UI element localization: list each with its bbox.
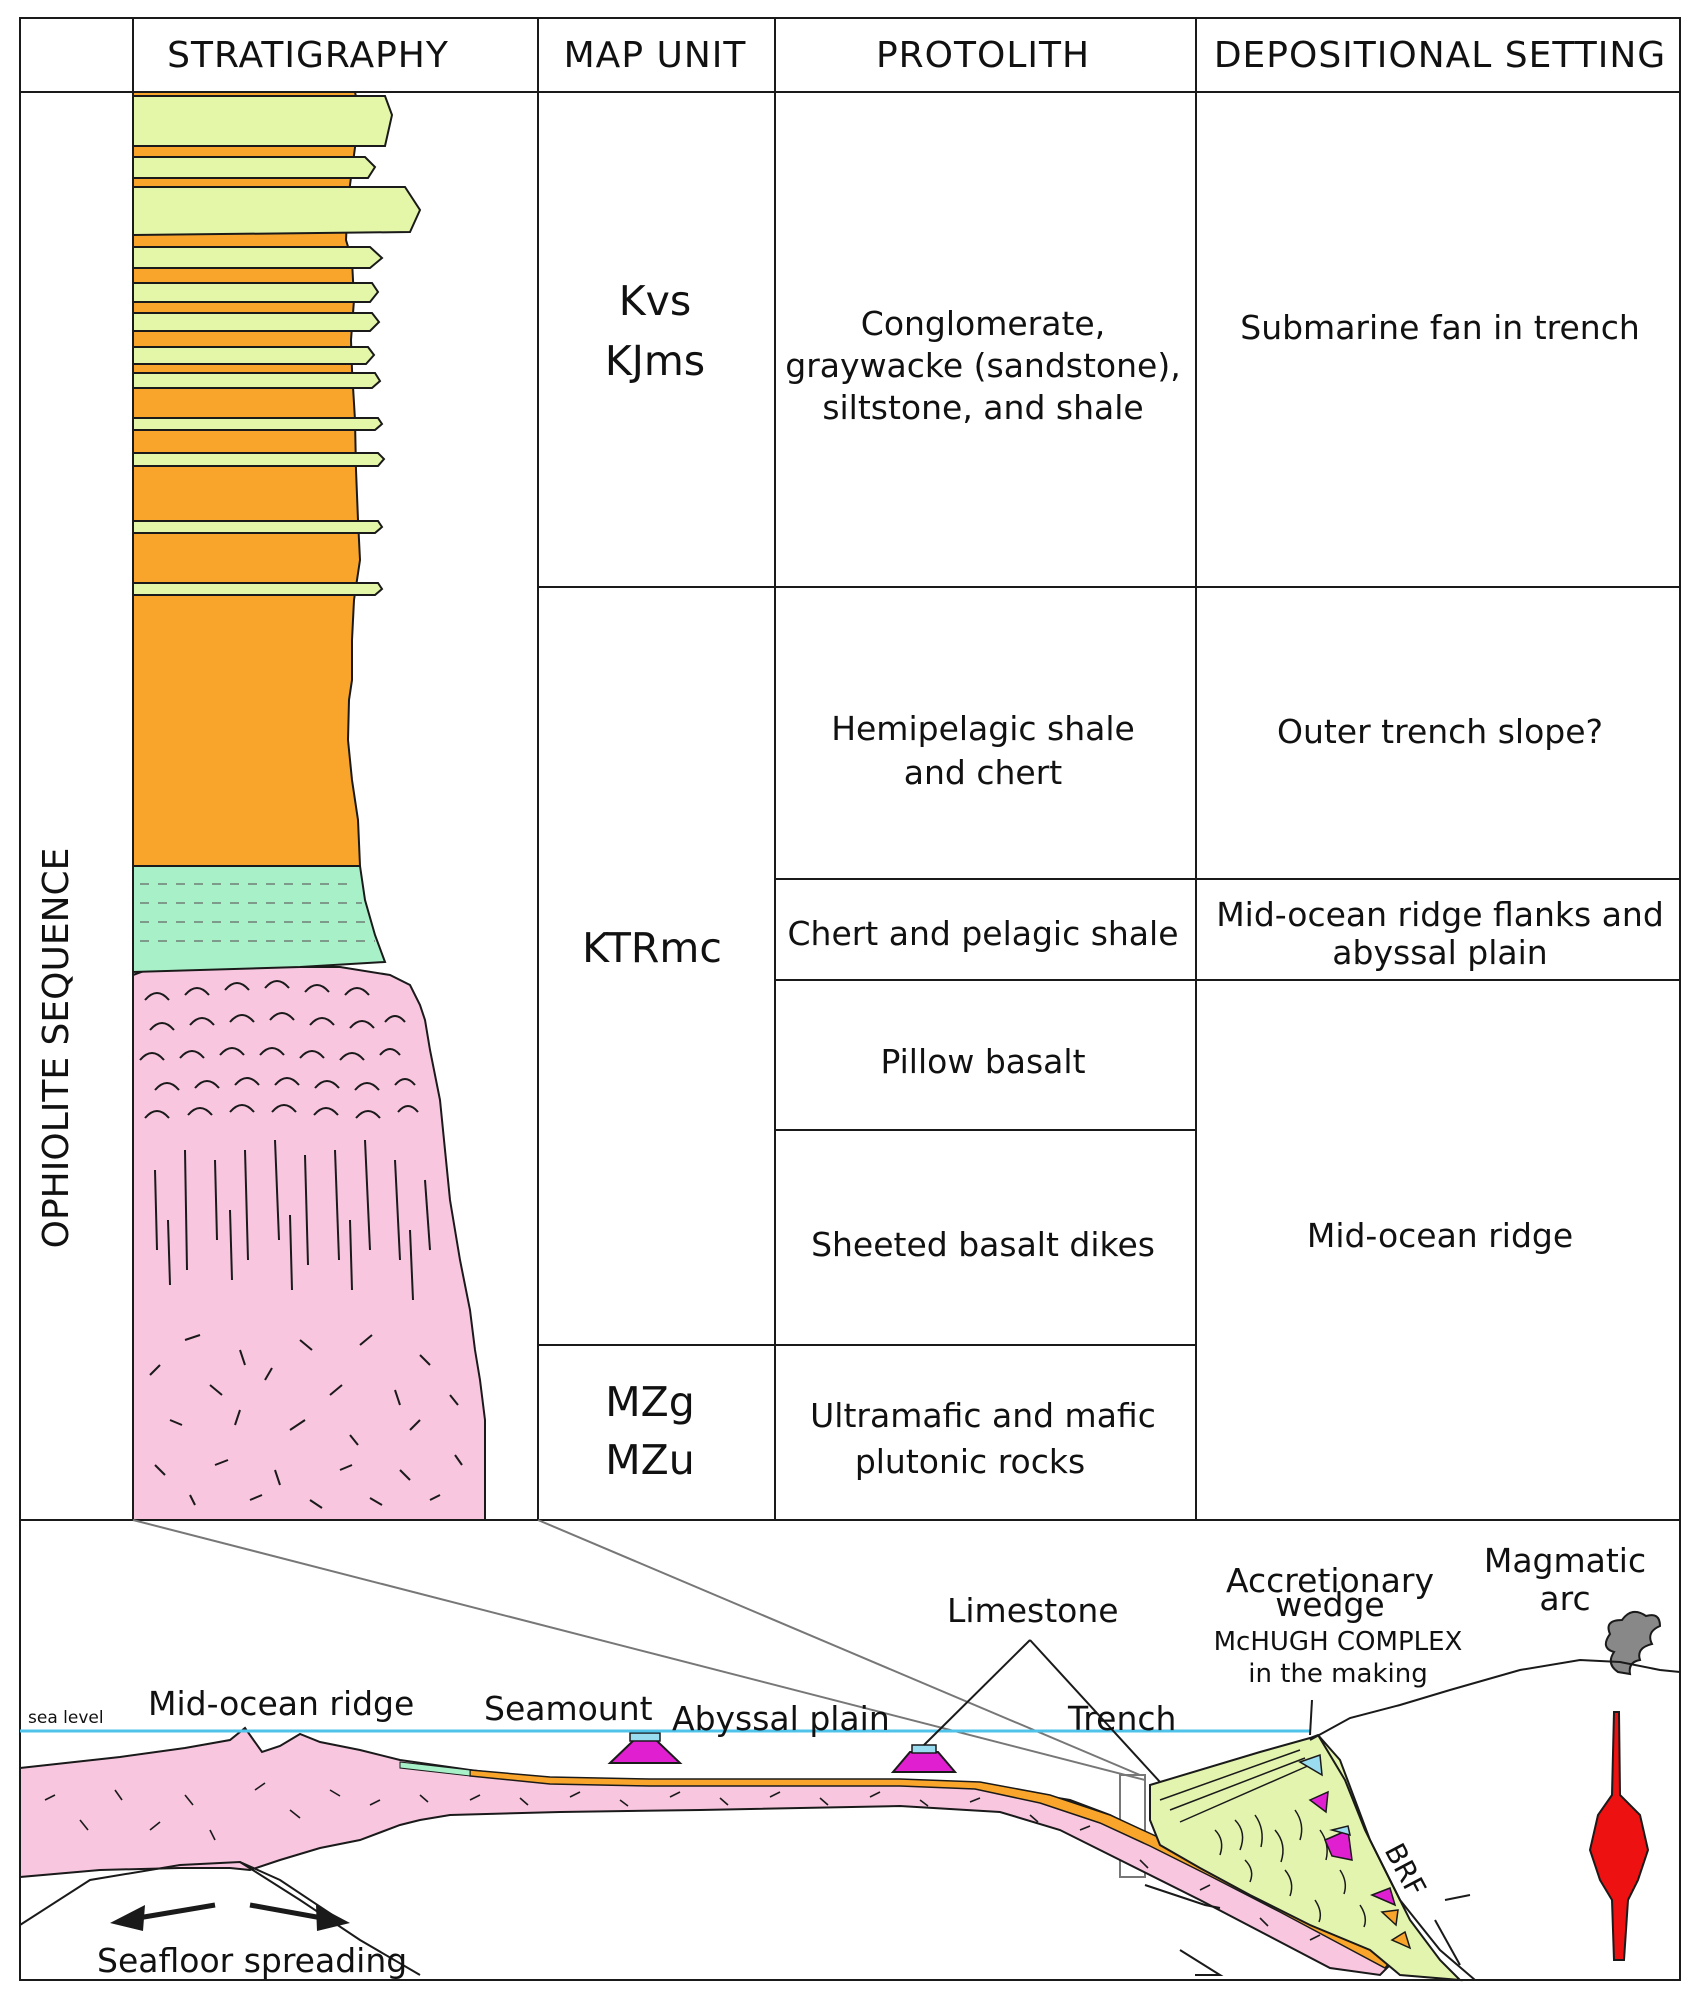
seamount bbox=[607, 1739, 683, 1764]
seamount-clast bbox=[1308, 1790, 1329, 1814]
limestone-clast bbox=[1298, 1753, 1323, 1777]
map-unit-mzu: MZu bbox=[605, 1436, 694, 1484]
accretionary-wedge-label-line2: wedge bbox=[1275, 1585, 1385, 1624]
shale-clast bbox=[1390, 1930, 1412, 1950]
setting-flanks-line1: Mid-ocean ridge flanks and bbox=[1216, 895, 1664, 934]
shale-clast bbox=[1380, 1909, 1399, 1927]
basalt-basement bbox=[132, 963, 486, 1521]
spreading-arrow-right-icon bbox=[249, 1902, 350, 1931]
trench-label: Trench bbox=[1067, 1699, 1176, 1738]
protolith-hemipelagic-line2: and chert bbox=[904, 753, 1063, 792]
seamount-limestone-cap bbox=[911, 1744, 937, 1754]
seamount-clast bbox=[1324, 1828, 1353, 1861]
limestone-clast bbox=[1329, 1825, 1352, 1837]
abyssal-plain-label: Abyssal plain bbox=[672, 1699, 890, 1738]
setting-flanks-line2: abyssal plain bbox=[1332, 933, 1547, 972]
table-grid bbox=[19, 17, 1681, 1981]
cross-section: sea level Mid-ocean ridge Seamount Abyss… bbox=[19, 1519, 1681, 1982]
protolith-pillow-basalt: Pillow basalt bbox=[880, 1042, 1085, 1081]
mchugh-complex-label-line2: in the making bbox=[1248, 1659, 1427, 1689]
ophiolite-sequence-label: OPHIOLITE SEQUENCE bbox=[36, 848, 77, 1249]
limestone-label: Limestone bbox=[947, 1591, 1119, 1630]
seamount-label: Seamount bbox=[484, 1689, 653, 1728]
seamount-limestone-cap bbox=[629, 1732, 661, 1742]
protolith-sheeted-dikes: Sheeted basalt dikes bbox=[811, 1225, 1155, 1264]
protolith-conglomerate-line2: graywacke (sandstone), bbox=[785, 346, 1180, 385]
spreading-arrow-left-icon bbox=[110, 1902, 216, 1931]
mchugh-complex-label-line1: McHUGH COMPLEX bbox=[1214, 1627, 1463, 1657]
header-depositional-setting: DEPOSITIONAL SETTING bbox=[1214, 35, 1666, 76]
chert-layer bbox=[132, 865, 387, 974]
header-protolith: PROTOLITH bbox=[876, 35, 1090, 76]
setting-mid-ocean-ridge: Mid-ocean ridge bbox=[1307, 1216, 1573, 1255]
seafloor-spreading-label: Seafloor spreading bbox=[97, 1941, 407, 1980]
map-unit-kvs: Kvs bbox=[619, 277, 692, 325]
fault-arrow-icon bbox=[1144, 1884, 1471, 1976]
setting-submarine-fan: Submarine fan in trench bbox=[1240, 308, 1640, 347]
map-unit-ktrmc: KTRmc bbox=[582, 924, 722, 972]
seamount bbox=[890, 1751, 958, 1773]
protolith-conglomerate-line3: siltstone, and shale bbox=[822, 388, 1143, 427]
seamount-clast bbox=[1370, 1887, 1397, 1907]
map-unit-mzg: MZg bbox=[605, 1378, 695, 1426]
protolith-plutonic-line2: plutonic rocks bbox=[855, 1442, 1085, 1481]
volcano-smoke-icon bbox=[1604, 1610, 1662, 1676]
sea-level-label: sea level bbox=[28, 1708, 104, 1728]
magmatic-arc-label-line2: arc bbox=[1539, 1579, 1590, 1618]
mid-ocean-ridge-label: Mid-ocean ridge bbox=[148, 1684, 414, 1723]
map-unit-kjms: KJms bbox=[605, 337, 705, 385]
magma-conduit bbox=[1588, 1711, 1650, 1961]
protolith-chert: Chert and pelagic shale bbox=[787, 914, 1178, 953]
protolith-plutonic-line1: Ultramafic and mafic bbox=[810, 1396, 1156, 1435]
magmatic-arc-label-line1: Magmatic bbox=[1484, 1541, 1646, 1580]
stratigraphic-column bbox=[132, 91, 486, 1521]
header-stratigraphy: STRATIGRAPHY bbox=[167, 35, 449, 76]
protolith-conglomerate-line1: Conglomerate, bbox=[861, 304, 1105, 343]
header-map-unit: MAP UNIT bbox=[564, 35, 747, 76]
setting-outer-trench-slope: Outer trench slope? bbox=[1277, 712, 1603, 751]
accretionary-wedge-label-line1: Accretionary bbox=[1226, 1561, 1434, 1600]
protolith-hemipelagic-line1: Hemipelagic shale bbox=[831, 709, 1135, 748]
